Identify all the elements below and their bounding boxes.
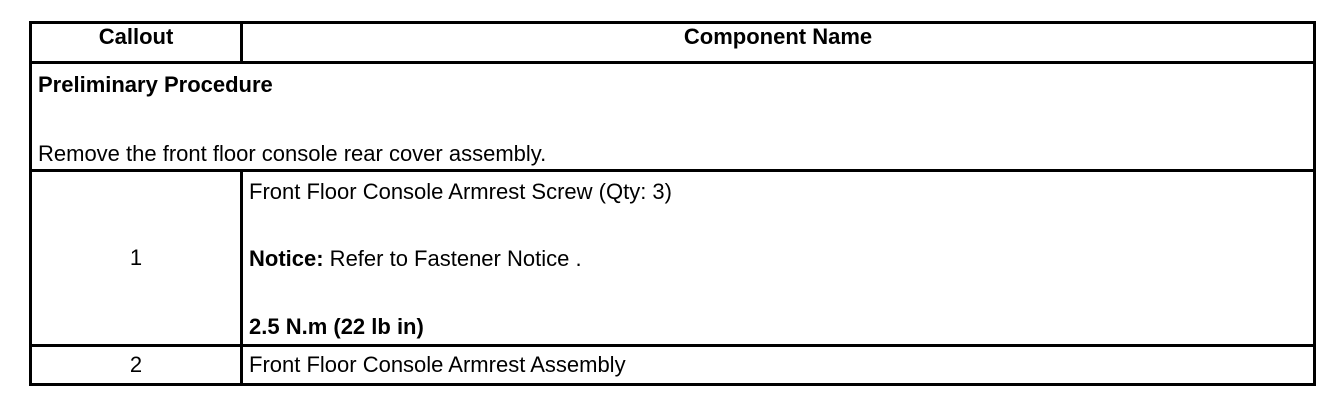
callout-number: 1 (29, 169, 243, 347)
component-name-header: Component Name (240, 21, 1316, 64)
callout-number: 2 (29, 344, 243, 386)
component-name: Front Floor Console Armrest Screw (Qty: … (249, 179, 672, 204)
torque-spec: 2.5 N.m (22 lb in) (249, 314, 424, 339)
procedure-table: Callout Component Name Preliminary Proce… (29, 21, 1316, 386)
preliminary-cell: Preliminary Procedure Remove the front f… (29, 61, 1316, 172)
header-row: Callout Component Name (29, 21, 1316, 64)
notice-line: Notice: Refer to Fastener Notice . (249, 246, 582, 272)
callout-header: Callout (29, 21, 243, 64)
table-row: 2 Front Floor Console Armrest Assembly (29, 344, 1316, 386)
component-name: Front Floor Console Armrest Assembly (240, 344, 1316, 386)
table-row: 1 Front Floor Console Armrest Screw (Qty… (29, 169, 1316, 347)
preliminary-title: Preliminary Procedure (38, 72, 273, 97)
notice-label: Notice: (249, 246, 324, 271)
preliminary-row: Preliminary Procedure Remove the front f… (29, 61, 1316, 172)
notice-text: Refer to Fastener Notice . (323, 246, 582, 271)
preliminary-text: Remove the front floor console rear cove… (38, 141, 547, 166)
component-cell: Front Floor Console Armrest Screw (Qty: … (240, 169, 1316, 347)
